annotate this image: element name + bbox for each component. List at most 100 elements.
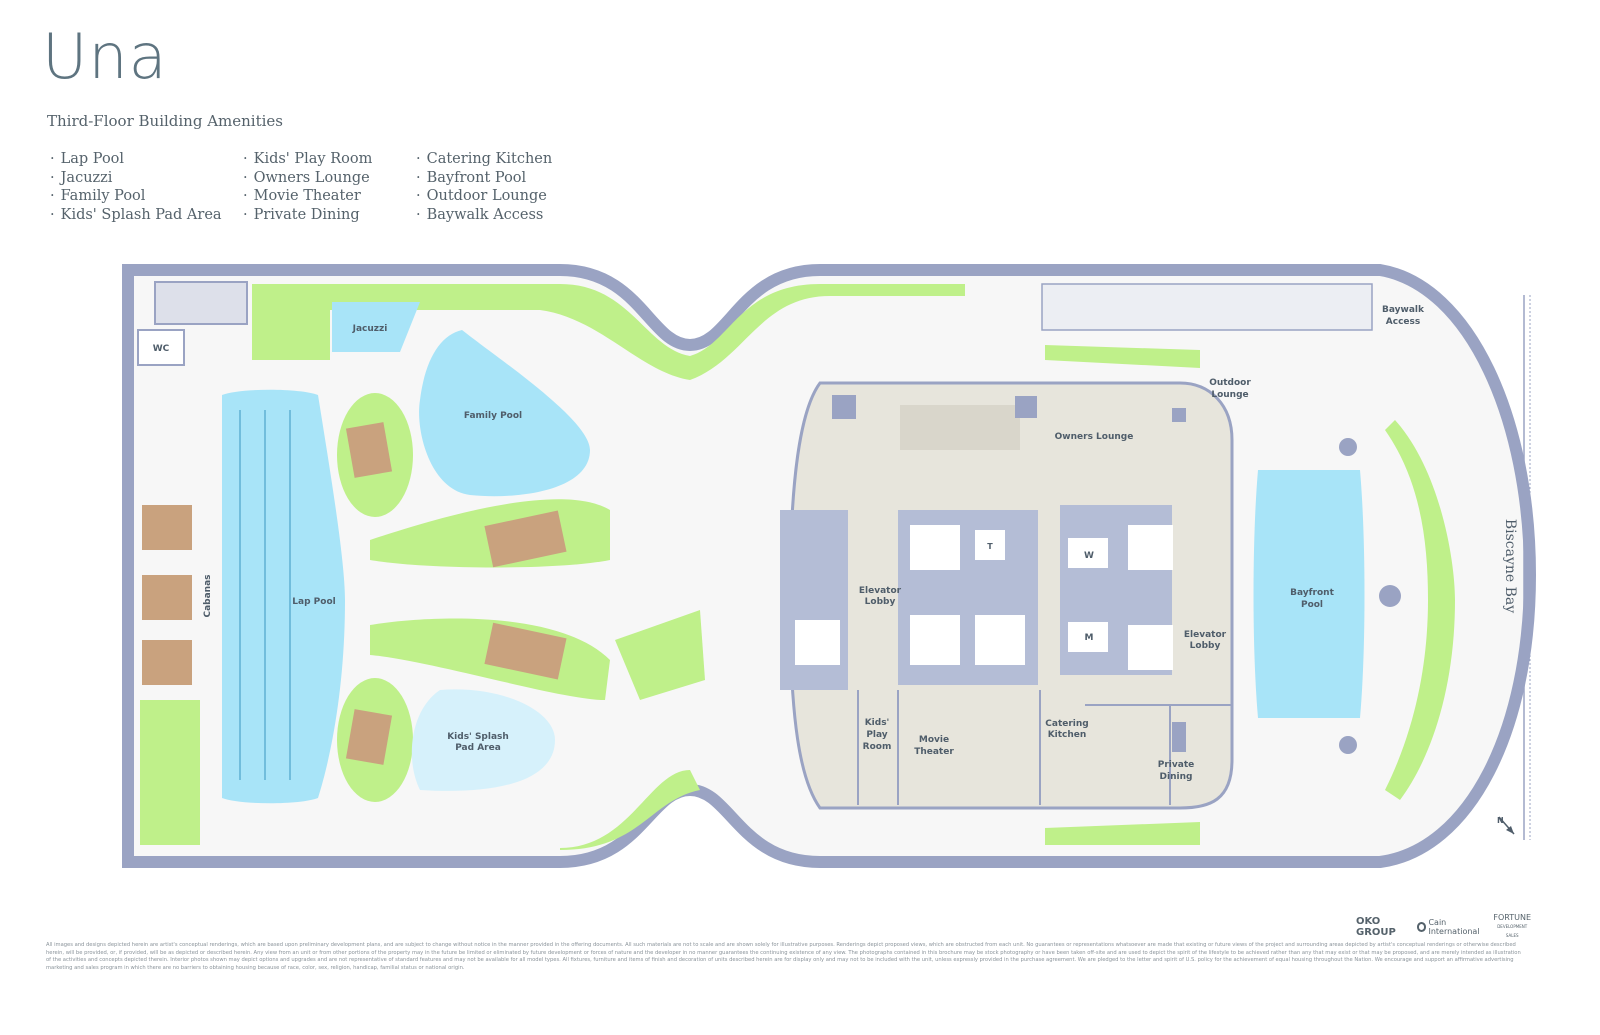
page-subtitle: Third-Floor Building Amenities — [47, 112, 284, 130]
lawn-top-right — [690, 284, 965, 380]
timber-deck — [484, 622, 567, 680]
amenity-item: Catering Kitchen — [416, 150, 553, 169]
baywalk-stairs — [1041, 283, 1373, 331]
elevator-lobby-b-label-2: Lobby — [1190, 641, 1221, 651]
elevator-lobby-b-label-1: Elevator — [1184, 630, 1227, 640]
lawn-right-arc — [1385, 420, 1455, 800]
owners-lounge-label: Owners Lounge — [1055, 432, 1134, 442]
planter — [1339, 736, 1357, 754]
stair-block — [154, 281, 248, 325]
cabana — [142, 640, 192, 685]
partition-walls — [857, 690, 1232, 805]
kids-splash-pad — [411, 689, 555, 791]
jacuzzi-label: Jacuzzi — [352, 324, 388, 334]
elevator-car — [975, 615, 1025, 665]
outdoor-lounge-label-1: Outdoor — [1209, 378, 1251, 388]
family-pool-label: Family Pool — [464, 411, 522, 421]
movie-theater-label-2: Theater — [914, 747, 954, 757]
amenities-column-1: Lap Pool Jacuzzi Family Pool Kids' Splas… — [50, 150, 222, 225]
north-label: N — [1497, 816, 1504, 825]
restroom-w — [1068, 538, 1108, 568]
cain-ring-icon — [1417, 922, 1427, 932]
owners-lounge-rug — [900, 405, 1020, 450]
planter — [1339, 438, 1357, 456]
lap-pool-label: Lap Pool — [292, 597, 335, 607]
cabana — [142, 575, 192, 620]
column — [1172, 408, 1186, 422]
baywalk-label-2: Access — [1386, 317, 1420, 327]
baywalk-label-1: Baywalk — [1382, 305, 1425, 315]
cabana — [142, 505, 192, 550]
legal-disclaimer: All images and designs depicted herein a… — [46, 942, 1521, 971]
lawn-top-left-block — [252, 284, 330, 360]
elevator-car — [795, 620, 840, 665]
wc-room — [137, 329, 185, 366]
elevator-t-label: T — [987, 542, 993, 551]
movie-theater-label-1: Movie — [919, 735, 949, 745]
restroom-m-label: M — [1085, 633, 1094, 643]
outdoor-lounge-label-2: Lounge — [1211, 390, 1248, 400]
planter — [1379, 585, 1401, 607]
kids-play-label-2: Play — [866, 730, 887, 740]
private-dining-label-2: Dining — [1160, 772, 1193, 782]
elevator-car — [975, 530, 1005, 560]
bayfront-pool — [1253, 470, 1365, 718]
lawn-bottom-strip — [1045, 822, 1200, 845]
elevator-car — [1128, 525, 1173, 570]
amenity-item: Kids' Splash Pad Area — [50, 206, 222, 225]
column — [1015, 396, 1037, 418]
amenities-column-2: Kids' Play Room Owners Lounge Movie Thea… — [243, 150, 373, 225]
restroom-m — [1068, 622, 1108, 652]
amenity-item: Outdoor Lounge — [416, 187, 552, 206]
family-pool — [419, 330, 590, 497]
amenity-item: Private Dining — [243, 206, 372, 225]
amenity-item: Bayfront Pool — [416, 169, 552, 188]
amenities-column-3: Catering Kitchen Bayfront Pool Outdoor L… — [416, 150, 553, 225]
cain-international-logo: Cain International — [1417, 918, 1492, 936]
timber-deck — [345, 422, 393, 478]
timber-deck — [345, 709, 393, 765]
kids-play-label-3: Room — [863, 742, 892, 752]
amenity-item: Baywalk Access — [416, 206, 552, 225]
fortune-subtext: DEVELOPMENT SALES — [1497, 924, 1528, 938]
elevator-car — [1128, 625, 1173, 670]
elevator-car — [910, 615, 960, 665]
column — [832, 395, 856, 419]
kids-splash-label-1: Kids' Splash — [447, 732, 509, 742]
restroom-w-label: W — [1084, 551, 1094, 561]
una-logo: Una — [42, 20, 168, 93]
oko-group-logo: OKO GROUP — [1356, 916, 1396, 938]
private-dining-label-1: Private — [1158, 760, 1194, 770]
lawn-island-5 — [615, 610, 705, 700]
amenity-item: Family Pool — [50, 187, 222, 206]
fortune-logo: FORTUNE DEVELOPMENT SALES — [1492, 914, 1532, 940]
cabanas-label: Cabanas — [203, 574, 213, 617]
bayfront-pool-label-1: Bayfront — [1290, 588, 1334, 598]
elevator-lobby-label-2: Lobby — [865, 597, 896, 607]
bayfront-pool-label-2: Pool — [1301, 600, 1323, 610]
cain-text: Cain International — [1428, 918, 1480, 936]
lap-pool — [222, 389, 345, 804]
catering-kitchen-label-1: Catering — [1045, 719, 1088, 729]
north-arrow-icon — [1498, 816, 1515, 835]
amenity-item: Kids' Play Room — [243, 150, 373, 169]
lawn-bottom-curve — [560, 770, 700, 850]
amenity-item: Jacuzzi — [50, 169, 222, 188]
biscayne-bay-label: Biscayne Bay — [1502, 519, 1518, 613]
elevator-lobby-label-1: Elevator — [859, 586, 902, 596]
amenity-item: Lap Pool — [50, 150, 222, 169]
amenity-item: Movie Theater — [243, 187, 372, 206]
column — [1172, 722, 1186, 752]
amenity-item: Owners Lounge — [243, 169, 372, 188]
catering-kitchen-label-2: Kitchen — [1048, 730, 1087, 740]
elevator-car — [910, 525, 960, 570]
kids-splash-label-2: Pad Area — [455, 743, 501, 753]
timber-deck — [484, 510, 567, 568]
kids-play-label-1: Kids' — [865, 718, 890, 728]
brand-logos: OKO GROUP Cain International FORTUNE DEV… — [1356, 914, 1532, 940]
lawn-bottom-left — [140, 700, 200, 845]
wc-label: WC — [153, 344, 170, 354]
fortune-text: FORTUNE — [1493, 913, 1532, 922]
jacuzzi — [332, 302, 420, 352]
